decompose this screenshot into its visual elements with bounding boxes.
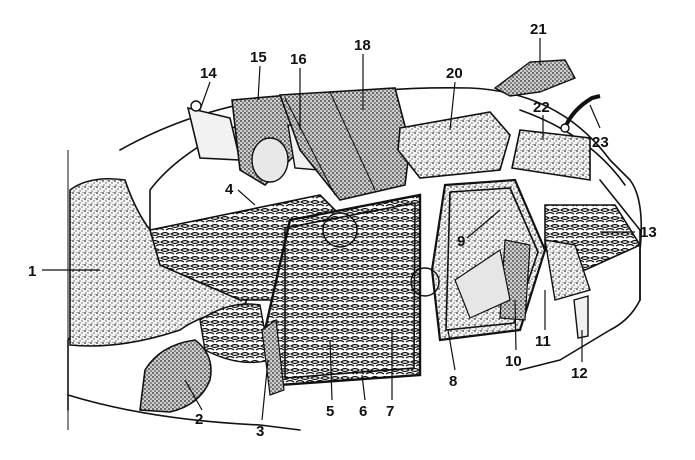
part-8-door-mechanism bbox=[454, 249, 511, 319]
part-23-hose bbox=[563, 94, 601, 129]
part-3-door-seal-strip bbox=[261, 318, 285, 396]
part-number-labels: 1 2 3 4 5 6 7 8 9 10 11 12 13 14 15 16 1… bbox=[28, 21, 657, 440]
part-12-mount-bracket bbox=[573, 295, 589, 339]
label-5: 5 bbox=[326, 403, 334, 420]
part-18-roof-headliner-insulation bbox=[278, 87, 411, 201]
label-18: 18 bbox=[354, 37, 371, 54]
label-15: 15 bbox=[250, 49, 267, 66]
label-3: 3 bbox=[256, 423, 264, 440]
label-2: 2 bbox=[195, 411, 203, 428]
label-7: 7 bbox=[386, 403, 394, 420]
label-10: 10 bbox=[505, 353, 522, 370]
label-12: 12 bbox=[571, 365, 588, 382]
label-20: 20 bbox=[446, 65, 463, 82]
label-1: 1 bbox=[28, 263, 36, 280]
leader-lines bbox=[42, 38, 635, 421]
label-14: 14 bbox=[200, 65, 217, 82]
part-11-rear-quarter-liner bbox=[544, 239, 591, 301]
part-22-trunk-panel bbox=[511, 129, 591, 181]
part-5-front-door-panel-insulation bbox=[263, 193, 422, 387]
part-2-wheel-arch-liner bbox=[139, 339, 212, 413]
part-20-parcel-shelf bbox=[397, 111, 511, 179]
label-13: 13 bbox=[640, 224, 657, 241]
label-21: 21 bbox=[530, 21, 547, 38]
label-22: 22 bbox=[533, 99, 550, 116]
label-11: 11 bbox=[535, 333, 551, 350]
label-9: 9 bbox=[457, 233, 465, 250]
part-14-pillar-panel bbox=[186, 106, 242, 161]
label-16: 16 bbox=[290, 51, 307, 68]
label-8: 8 bbox=[449, 373, 457, 390]
part-21-trunk-cover bbox=[493, 59, 576, 97]
label-6: 6 bbox=[359, 403, 367, 420]
label-23: 23 bbox=[592, 134, 609, 151]
label-4: 4 bbox=[225, 181, 234, 198]
